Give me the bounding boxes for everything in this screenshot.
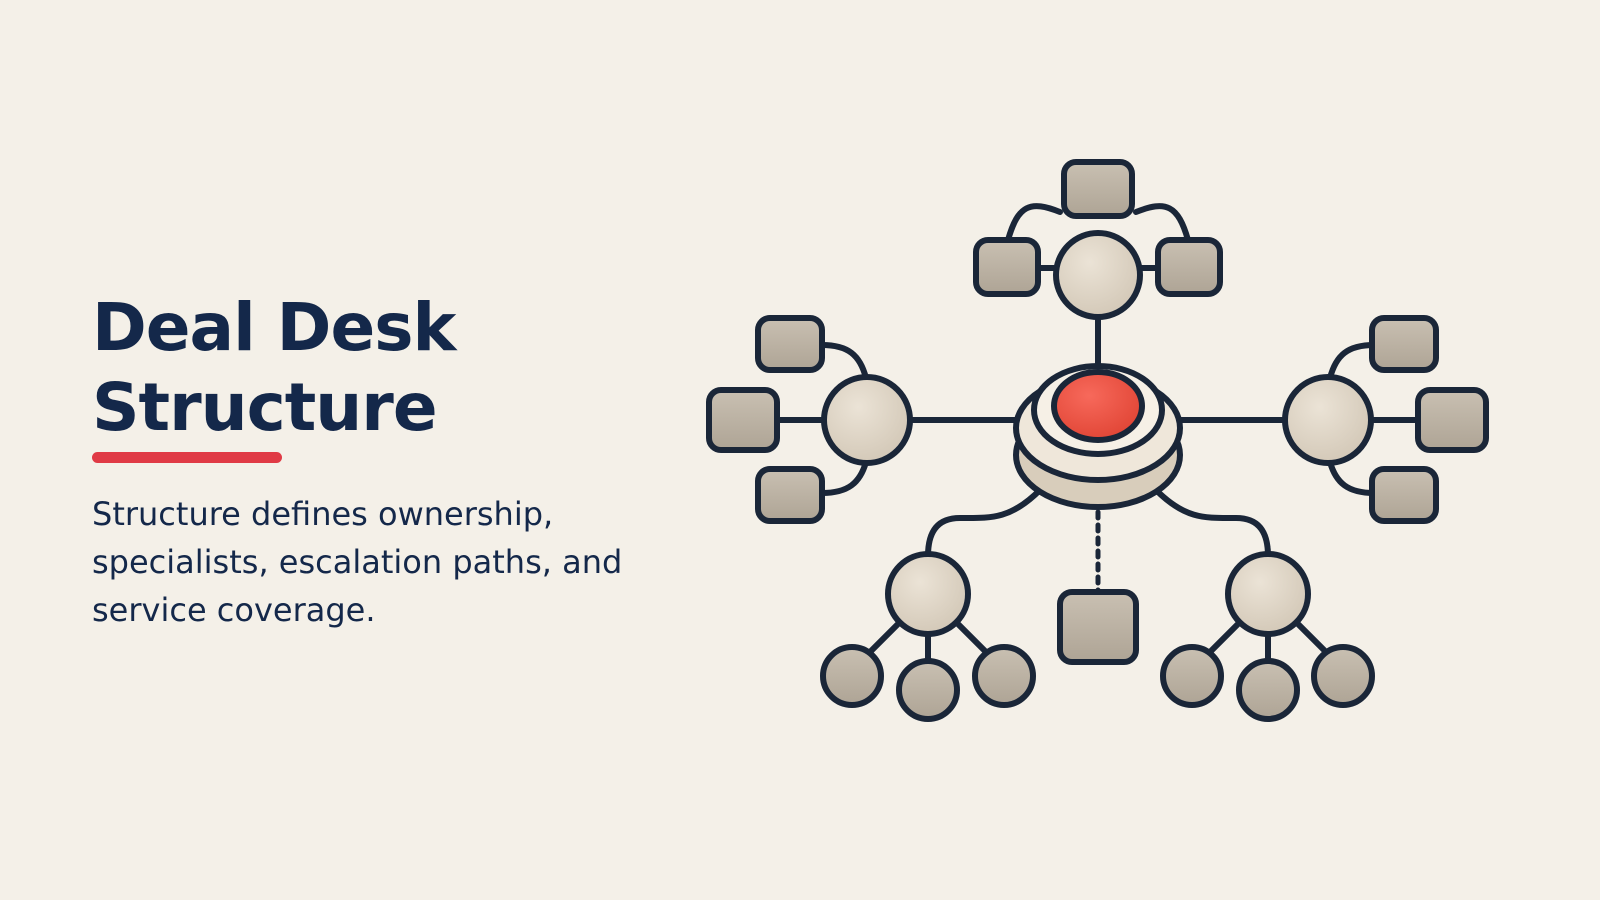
body-text: Structure defines ownership, specialists… (92, 495, 623, 629)
leaf-nodes (820, 644, 1375, 722)
org-structure-diagram-icon (706, 159, 1489, 722)
page-title-line-2: Structure (92, 369, 438, 446)
group-nodes (821, 230, 1374, 637)
page-title-line-1: Deal Desk (92, 289, 456, 366)
title-underline (92, 452, 282, 463)
title-block: Deal Desk Structure (92, 288, 652, 463)
central-hub (1013, 363, 1183, 510)
red-hub-icon (1051, 369, 1145, 443)
member-nodes (706, 159, 1489, 665)
